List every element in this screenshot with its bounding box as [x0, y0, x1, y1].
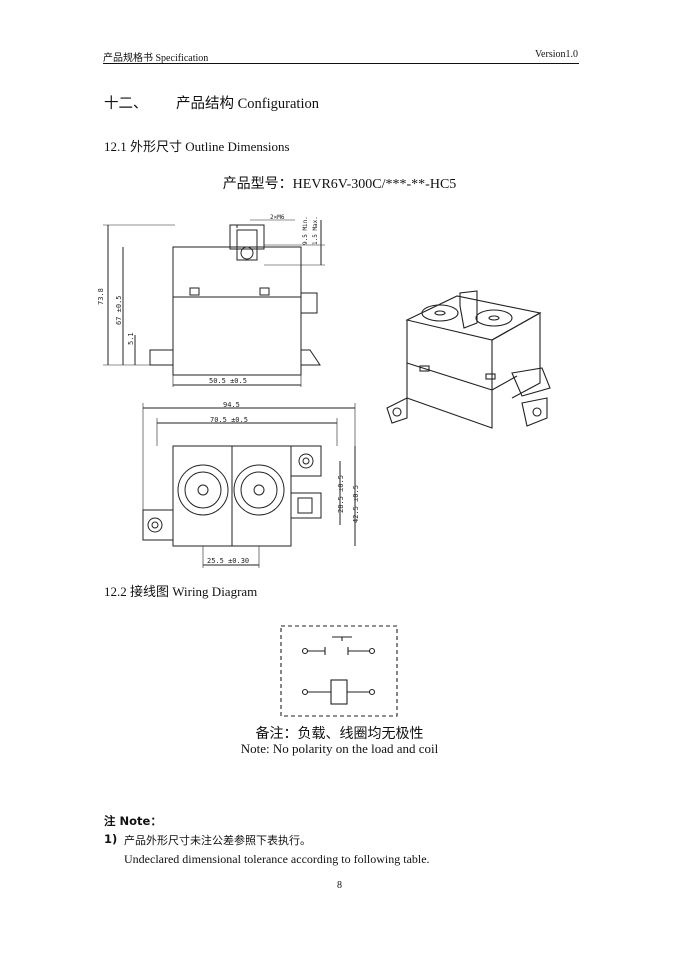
header-title: 产品规格书 Specification — [103, 53, 209, 64]
notes-title: 注 Note： — [104, 814, 162, 828]
top-view-drawing: 94.5 70.5 ±0.5 28.5 ±0.5 42.5 ±0.5 25.5 … — [142, 401, 360, 568]
section-title: 产品结构 Configuration — [176, 96, 319, 112]
section-number: 十二、 — [104, 96, 148, 112]
header-rule — [103, 63, 579, 64]
header-version: Version1.0 — [534, 49, 578, 60]
dim-width: 50.5 ±0.5 — [209, 377, 247, 385]
wiring-heading: 12.2 接线图 Wiring Diagram — [104, 584, 258, 599]
model-label: 产品型号：HEVR6V-300C/***-**-HC5 — [222, 177, 457, 192]
side-view-drawing: 73.8 67 ±0.5 5.1 50.5 ±0.5 2×M6 9.5 Min.… — [97, 214, 325, 387]
dim-top1: 9.5 Min. — [302, 216, 309, 245]
coil-symbol — [330, 679, 348, 705]
page-number: 8 — [337, 880, 342, 891]
wiring-caption-cn: 备注：负载、线圈均无极性 — [255, 726, 424, 742]
isometric-view-drawing — [386, 290, 551, 429]
dim-pitch: 25.5 ±0.30 — [207, 557, 249, 565]
side-body-outline — [172, 246, 302, 376]
wiring-diagram — [280, 625, 398, 717]
dim-top2: 1.5 Max. — [312, 216, 319, 245]
wiring-frame — [280, 625, 398, 717]
outline-heading: 12.1 外形尺寸 Outline Dimensions — [104, 139, 290, 154]
dim-inner: 28.5 ±0.5 — [337, 475, 345, 513]
dim-base: 5.1 — [127, 332, 135, 345]
dim-body-height: 67 ±0.5 — [115, 295, 123, 325]
notes-item1-cn: 产品外形尺寸未注公差参照下表执行。 — [124, 834, 311, 847]
notes-item1-en: Undeclared dimensional tolerance accordi… — [124, 852, 430, 866]
dim-overall: 94.5 — [223, 401, 240, 409]
dim-mount: 70.5 ±0.5 — [210, 416, 248, 424]
dim-total-height: 73.8 — [97, 288, 105, 305]
dim-terminal: 2×M6 — [270, 214, 285, 221]
dim-outer: 42.5 ±0.5 — [352, 485, 360, 523]
notes-item1-number: 1) — [104, 832, 118, 846]
wiring-caption-en: Note: No polarity on the load and coil — [240, 741, 439, 756]
